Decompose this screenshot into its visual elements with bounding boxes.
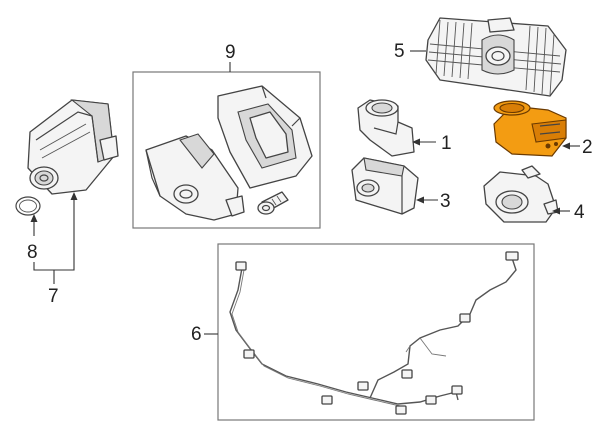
callout-8: 8	[27, 214, 38, 263]
group-9-box	[132, 71, 321, 229]
callout-4: 4	[552, 202, 585, 223]
part-1-sensor-holder[interactable]	[357, 99, 415, 157]
callout-number-4: 4	[574, 202, 585, 223]
callout-9: 9	[225, 42, 236, 72]
part-9-bracket[interactable]	[145, 133, 245, 221]
part-4-sensor-bracket[interactable]	[483, 165, 559, 223]
callout-6: 6	[191, 324, 218, 345]
part-9-screw[interactable]	[257, 191, 289, 215]
callout-2: 2	[562, 137, 593, 158]
callout-number-7: 7	[48, 286, 59, 307]
part-9-mount-frame[interactable]	[217, 85, 313, 189]
part-3-sensor-bezel[interactable]	[351, 157, 419, 215]
callout-3: 3	[416, 191, 451, 212]
callout-number-6: 6	[191, 324, 202, 345]
group-6-box	[217, 243, 535, 421]
callout-number-2: 2	[582, 137, 593, 158]
callout-7: 7	[33, 192, 78, 307]
part-5-grille-bracket[interactable]	[425, 17, 567, 97]
callout-number-8: 8	[27, 242, 38, 263]
callout-number-5: 5	[394, 41, 405, 62]
callout-number-9: 9	[225, 42, 236, 63]
part-2-parking-sensor[interactable]	[493, 100, 567, 157]
callout-number-3: 3	[440, 191, 451, 212]
callout-1: 1	[412, 133, 452, 154]
callout-number-1: 1	[441, 133, 452, 154]
part-8-seal-ring[interactable]	[15, 196, 41, 216]
part-6-wiring-harness[interactable]	[229, 251, 519, 415]
callout-5: 5	[394, 41, 426, 62]
part-7-camera[interactable]	[27, 99, 119, 195]
